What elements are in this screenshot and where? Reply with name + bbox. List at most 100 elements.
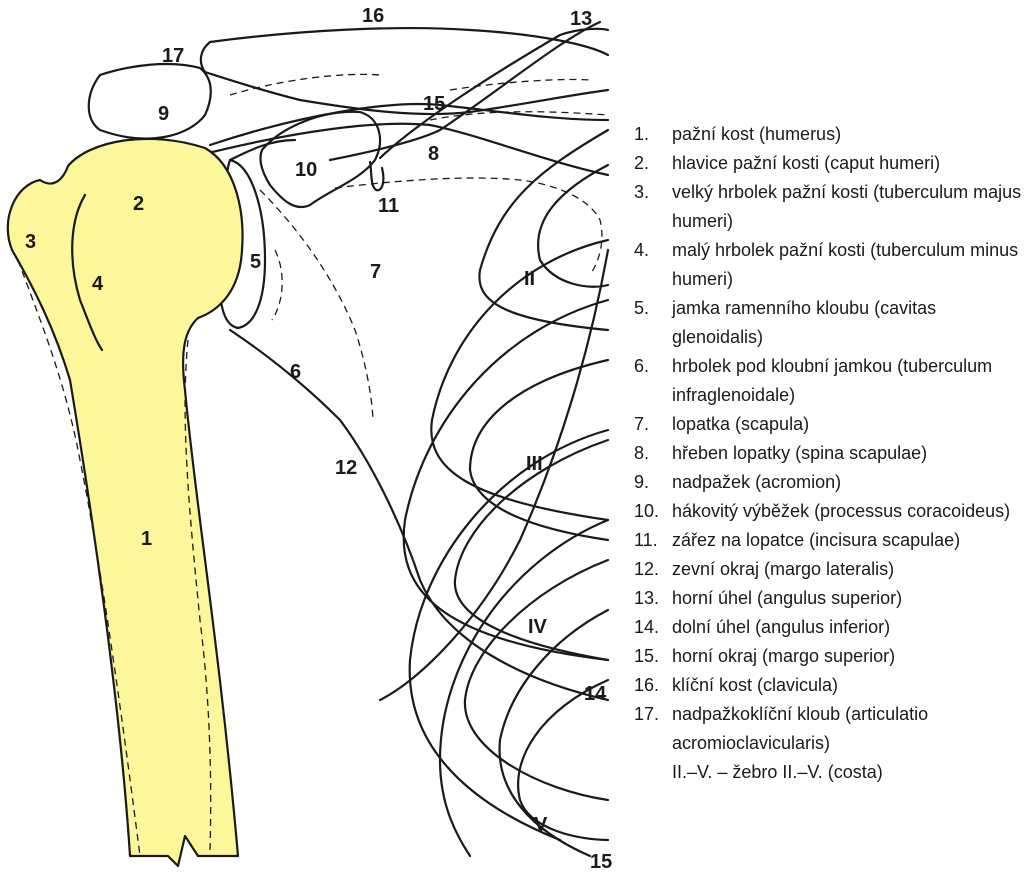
label-9: 9 [158,103,169,125]
legend-item: 6. hrbolek pod kloubní jamkou (tuberculu… [634,352,1022,410]
label-10: 10 [295,159,317,181]
spina-scapulae [208,102,610,147]
legend-text: klíční kost (clavicula) [672,675,839,695]
legend-number: 15. [634,646,660,666]
rib-label-IV: IV [528,616,548,638]
legend-text: lopatka (scapula) [672,414,810,434]
legend-text: horní úhel (angulus superior) [672,588,903,608]
legend-text: zářez na lopatce (incisura scapulae) [672,530,961,550]
coracoid-outline [259,110,382,209]
dashed-outline [184,339,212,851]
legend-text: hrbolek pod kloubní jamkou (tuberculum i… [672,356,993,405]
legend-number: 2. [634,153,650,173]
legend-number: 1. [634,124,650,144]
label-17: 17 [162,45,184,67]
scapula [198,20,610,702]
legend-text: nadpažek (acromion) [672,472,842,492]
label-16: 16 [362,5,384,27]
scapula-neck [228,138,297,162]
label-8: 8 [428,143,439,165]
label-15-top: 15 [423,93,445,115]
dashed-outline [17,259,141,857]
legend-item: 4. malý hrbolek pažní kosti (tuberculum … [634,236,1022,294]
scapula-outline [228,328,610,702]
shoulder-diagram: 1 2 3 4 5 6 7 8 9 10 11 12 13 14 15 15 1… [6,5,612,873]
legend-number: 12. [634,559,660,579]
legend-text: jamka ramenního kloubu (cavitas glenoida… [672,298,937,347]
legend-number: 9. [634,472,650,492]
legend-number: 4. [634,240,650,260]
legend-item: 5. jamka ramenního kloubu (cavitas gleno… [634,294,1022,352]
legend-item: 7. lopatka (scapula) [634,410,1022,439]
legend-text: hákovitý výběžek (processus coracoideus) [672,501,1011,521]
rib-outline [453,438,610,662]
label-15-bottom: 15 [590,851,612,873]
legend-item: 3. velký hrbolek pažní kosti (tuberculum… [634,178,1022,236]
rib-outline [517,678,610,842]
dashed-outline [271,249,283,321]
legend-item: 9. nadpažek (acromion) [634,468,1022,497]
rib-outline [438,518,610,858]
rib-outline [408,428,610,842]
rib-outline [478,128,610,332]
spina-scapulae [198,122,610,177]
rib-label-II: II [524,268,535,290]
legend-number: 11. [634,530,658,550]
rib-outline [430,238,610,522]
legend-item: 10. hákovitý výběžek (processus coracoid… [634,497,1022,526]
legend-item: 15. horní okraj (margo superior) [634,642,1022,671]
legend-item: 14. dolní úhel (angulus inferior) [634,613,1022,642]
legend-item: 11. zářez na lopatce (incisura scapulae) [634,526,1022,555]
clavicle-outline [468,88,610,114]
legend-text: horní okraj (margo superior) [672,646,896,666]
label-13: 13 [570,8,592,30]
rib-label-III: III [526,453,543,475]
legend-number: 14. [634,617,660,637]
dashed-outline [259,189,374,421]
shoulder-diagram-svg: 1 2 3 4 5 6 7 8 9 10 11 12 13 14 15 15 1… [6,5,612,873]
legend-number: 13. [634,588,660,608]
legend: 1. pažní kost (humerus) 2. hlavice pažní… [634,120,1022,787]
legend-item: 1. pažní kost (humerus) [634,120,1022,149]
label-7: 7 [370,261,381,283]
rib-outline [498,608,610,858]
legend-text: hlavice pažní kosti (caput humeri) [672,153,941,173]
legend-number: 5. [634,298,650,318]
clavicle [199,26,610,116]
legend-number: 10. [634,501,660,521]
legend-number: 6. [634,356,650,376]
label-2: 2 [133,193,144,215]
tuberculum-minus-line [71,193,104,352]
dashed-outline [449,78,591,91]
legend-text: velký hrbolek pažní kosti (tuberculum ma… [672,182,1022,231]
legend-text: zevní okraj (margo lateralis) [672,559,895,579]
label-12: 12 [335,457,357,479]
ribs [378,128,610,858]
humerus-outline [6,137,244,868]
label-4: 4 [92,273,104,295]
legend-text: malý hrbolek pažní kosti (tuberculum min… [672,240,1019,289]
legend-text: dolní úhel (angulus inferior) [672,617,891,637]
legend-footer: II.–V. – žebro II.–V. (costa) [672,762,883,782]
rib-outline [378,248,610,702]
legend-number: 3. [634,182,650,202]
label-14: 14 [584,683,607,705]
label-6: 6 [290,361,301,383]
margo-superior [378,27,610,160]
label-3: 3 [25,231,36,253]
clavicle-outline [199,40,472,116]
dashed-outline [429,111,609,121]
legend-text: hřeben lopatky (spina scapulae) [672,443,928,463]
legend-item: 13. horní úhel (angulus superior) [634,584,1022,613]
legend-item: 8. hřeben lopatky (spina scapulae) [634,439,1022,468]
clavicle-outline [208,26,610,57]
rib-label-V: V [534,814,548,836]
margo-superior [328,20,602,162]
legend-text: nadpažkoklíční kloub (articulatio acromi… [672,704,929,753]
dashed-outline [334,177,603,276]
acromion-outline [87,62,212,140]
legend-number: 7. [634,414,650,434]
label-5: 5 [250,251,261,273]
rib-outline [468,358,610,542]
legend-number: 17. [634,704,660,724]
